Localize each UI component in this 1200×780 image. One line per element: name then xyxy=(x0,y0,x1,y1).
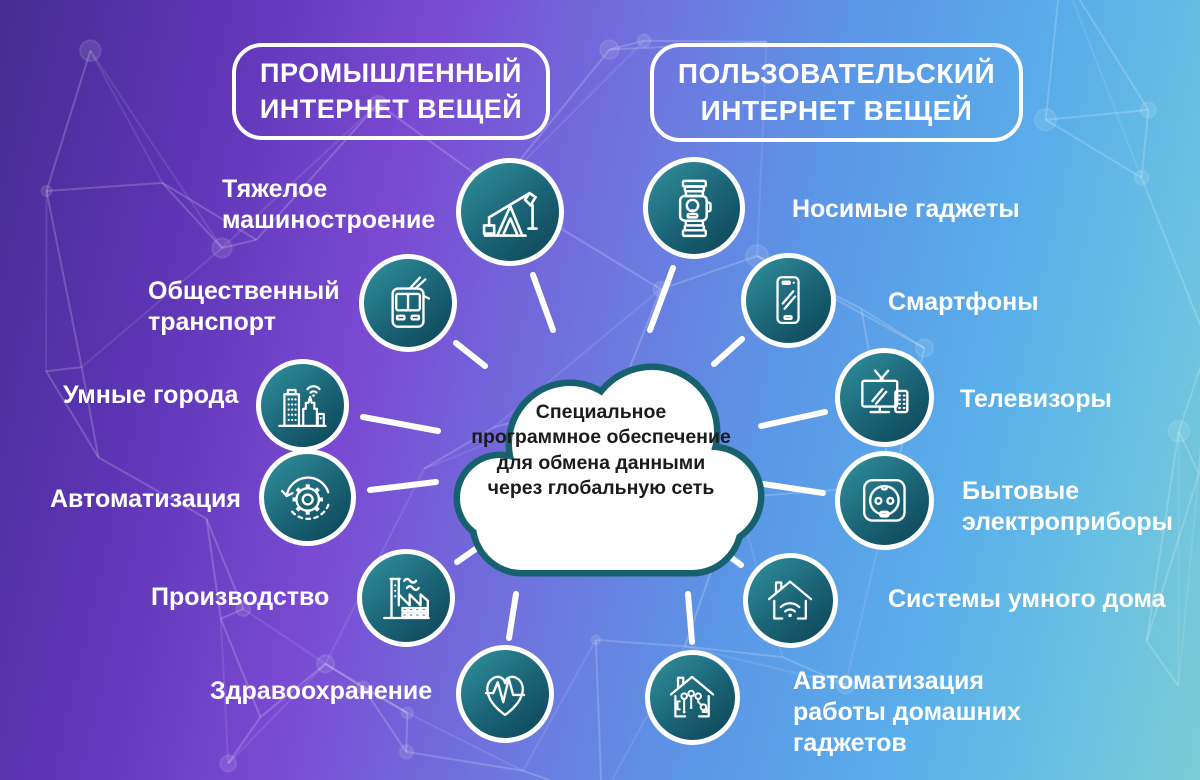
label-televisions: Телевизоры xyxy=(960,385,1112,413)
industrial-header-line1: ПРОМЫШЛЕННЫЙ xyxy=(260,57,522,88)
label-healthcare: Здравоохранение xyxy=(210,677,433,705)
healthcare-heart-icon xyxy=(456,645,554,743)
home-automation-icon xyxy=(645,650,740,745)
cloud-caption-line4: через глобальную сеть xyxy=(487,477,715,500)
label-smart-cities: Умные города xyxy=(63,381,239,409)
cloud-caption-line2: программное обеспечение xyxy=(471,426,731,449)
smart-home-icon xyxy=(743,553,838,648)
label-smartphones: Смартфоны xyxy=(888,288,1039,316)
cloud-caption-line1: Специальное xyxy=(535,401,667,423)
label-wearables: Носимые гаджеты xyxy=(792,195,1020,223)
label-home-appliances: Бытовые электроприборы xyxy=(962,477,1174,536)
factory-icon xyxy=(357,549,455,647)
cloud-caption-line3: для обмена данными xyxy=(496,451,706,474)
cloud-caption: Специальное программное обеспечение для … xyxy=(462,400,740,501)
label-home-gadget-automation: Автоматизация работы домашних гаджетов xyxy=(793,667,1021,757)
smartwatch-icon xyxy=(643,157,745,259)
power-socket-icon xyxy=(835,451,934,550)
label-manufacturing: Производство xyxy=(151,583,330,611)
label-smart-home-systems: Системы умного дома xyxy=(888,585,1166,613)
oil-pumpjack-icon xyxy=(456,158,564,266)
automation-gear-icon xyxy=(259,449,356,546)
industrial-header-line2: ИНТЕРНЕТ ВЕЩЕЙ xyxy=(259,93,523,124)
consumer-header-line2: ИНТЕРНЕТ ВЕЩЕЙ xyxy=(700,94,973,126)
smartphone-icon xyxy=(741,253,836,348)
label-public-transport: Общественный транспорт xyxy=(148,277,340,336)
consumer-header-line1: ПОЛЬЗОВАТЕЛЬСКИЙ xyxy=(677,57,996,89)
consumer-iot-header: ПОЛЬЗОВАТЕЛЬСКИЙ ИНТЕРНЕТ ВЕЩЕЙ xyxy=(650,43,1023,142)
label-heavy-machinery: Тяжелое машиностроение xyxy=(222,175,436,234)
trolleybus-icon xyxy=(359,254,457,352)
industrial-iot-header: ПРОМЫШЛЕННЫЙ ИНТЕРНЕТ ВЕЩЕЙ xyxy=(232,43,550,140)
smart-city-icon xyxy=(256,359,349,452)
label-automation: Автоматизация xyxy=(50,485,241,513)
tv-icon xyxy=(835,348,934,447)
